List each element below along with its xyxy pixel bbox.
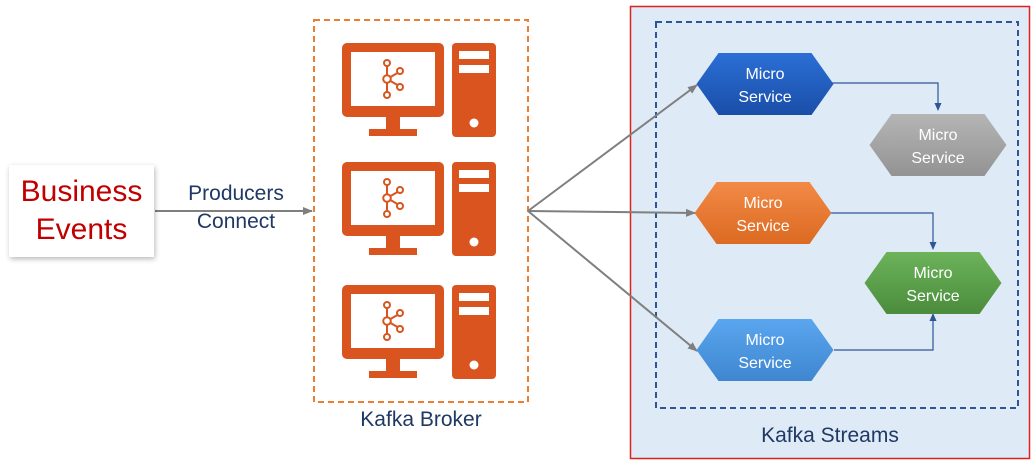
producers-line1: Producers [188, 182, 284, 205]
micro-service-line2: Service [738, 355, 791, 372]
business-events-line1: Business [20, 175, 143, 208]
computer-tower [452, 285, 496, 379]
micro-service-line1: Micro [918, 127, 957, 144]
micro-service-line2: Service [906, 288, 959, 305]
kafka-logo-icon [382, 301, 404, 341]
kafka-streams-label: Kafka Streams [761, 424, 899, 447]
computer-tower [452, 162, 496, 256]
kafka-computer-icon [342, 162, 496, 256]
monitor-screen [351, 171, 435, 225]
micro-service-hexagon [696, 319, 834, 381]
monitor-neck [386, 359, 400, 373]
kafka-broker-label: Kafka Broker [360, 408, 482, 431]
micro-service-hexagon [694, 182, 832, 244]
micro-service-line2: Service [736, 218, 789, 235]
kafka-logo-icon [382, 178, 404, 218]
business-events-line2: Events [35, 213, 128, 246]
broker-to-service-arrows [527, 84, 698, 352]
micro-service-line1: Micro [745, 66, 784, 83]
micro-service-line2: Service [911, 150, 964, 167]
monitor-stand [369, 129, 417, 136]
monitor-stand [369, 371, 417, 378]
monitor-neck [386, 117, 400, 131]
kafka-streams-inner-boundary [655, 21, 1019, 409]
arrow-broker-to-service-1 [527, 84, 698, 212]
micro-service-line1: Micro [745, 332, 784, 349]
connector-service-1-to-2 [832, 82, 942, 111]
micro-service-hexagon [696, 53, 834, 115]
micro-service-line1: Micro [743, 195, 782, 212]
micro-service-hexagon [869, 114, 1007, 176]
monitor-screen [351, 52, 435, 106]
broker-computers [342, 43, 496, 379]
kafka-computer-icon [342, 285, 496, 379]
producers-line2: Connect [196, 210, 276, 233]
business-events-box: Business Events [9, 165, 154, 257]
kafka-logo-icon [382, 59, 404, 99]
monitor-screen [351, 294, 435, 348]
micro-service-line2: Service [738, 89, 791, 106]
micro-service-line1: Micro [913, 265, 952, 282]
arrow-broker-to-service-5 [527, 210, 698, 352]
arrow-broker-to-service-3 [527, 208, 696, 217]
micro-service-hexagon [864, 252, 1002, 314]
kafka-streams-container [629, 5, 1031, 460]
computer-tower [452, 43, 496, 137]
monitor-neck [386, 236, 400, 250]
connector-service-3-to-4 [830, 212, 937, 250]
monitor-stand [369, 248, 417, 255]
producers-connect-label: Producers Connect [172, 180, 300, 236]
service-connectors [830, 82, 942, 351]
kafka-computer-icon [342, 43, 496, 137]
connector-service-5-to-4 [834, 313, 937, 351]
micro-services: MicroServiceMicroServiceMicroServiceMicr… [694, 53, 1007, 381]
